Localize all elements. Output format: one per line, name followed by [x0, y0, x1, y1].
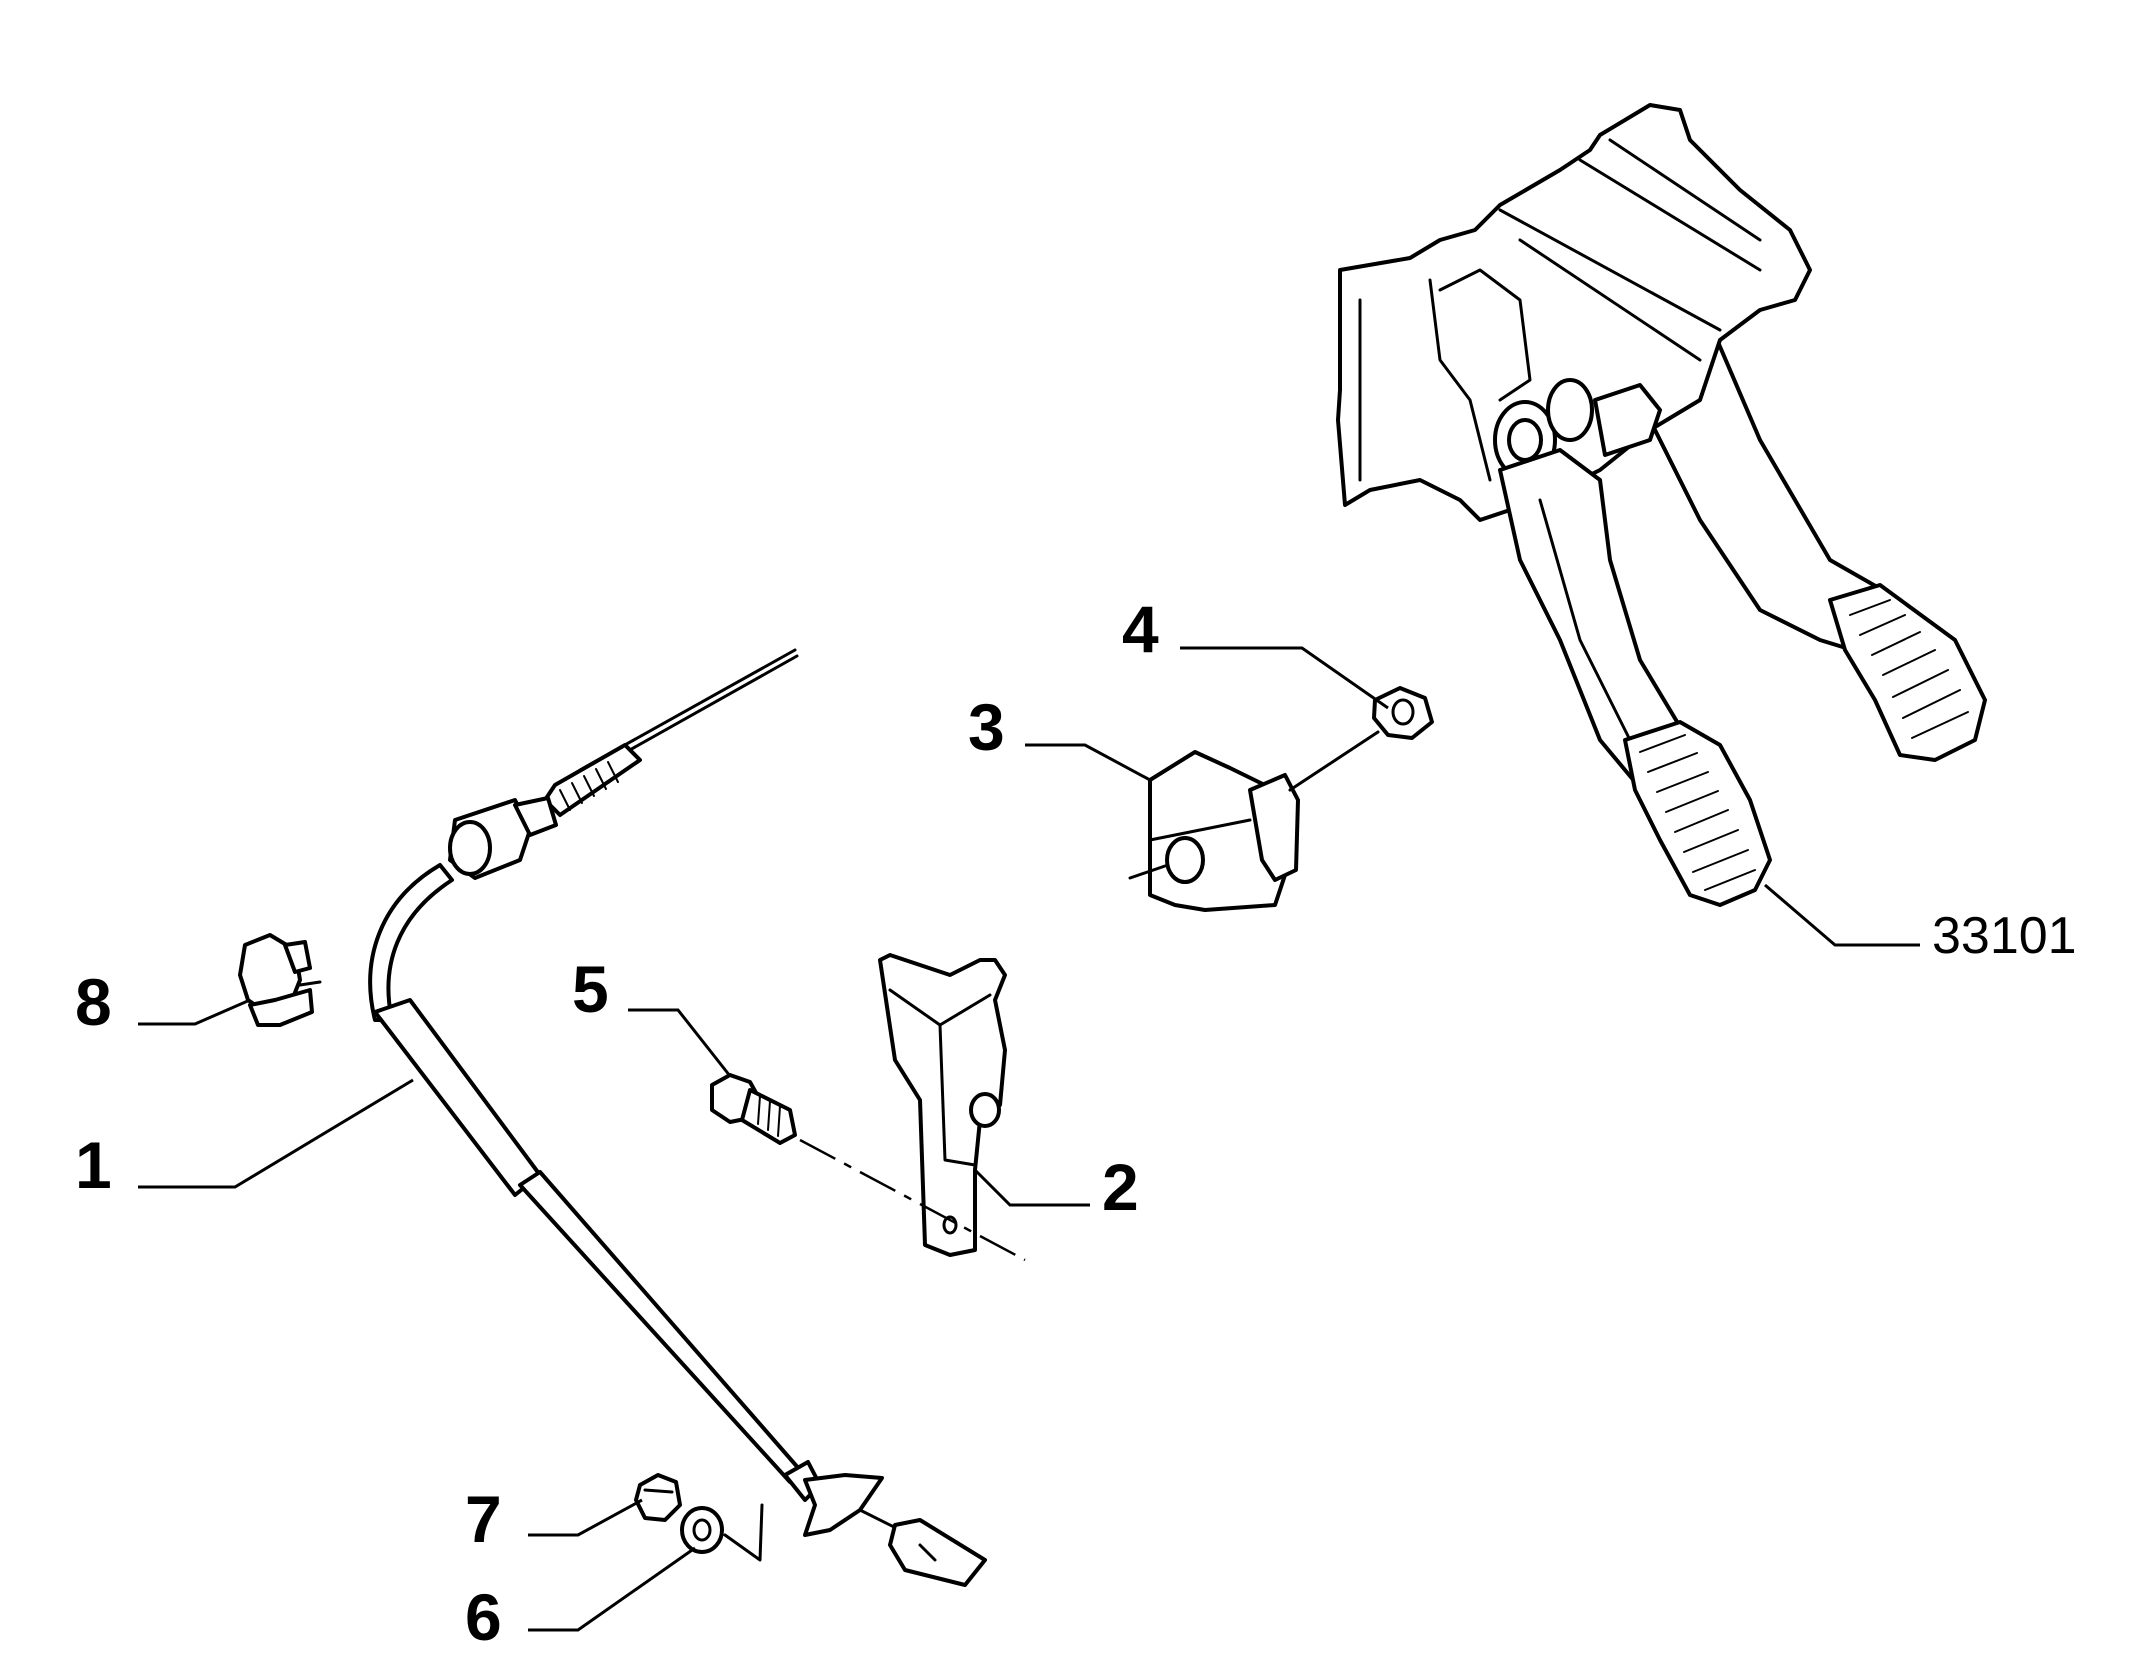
cable-sheath-bend	[368, 863, 454, 1022]
callout-5: 5	[572, 952, 609, 1026]
pedal-assembly	[1336, 103, 1987, 907]
callout-ref-33101: 33101	[1932, 907, 2077, 965]
leader-5	[628, 1008, 732, 1077]
part-3-grommet	[1128, 750, 1300, 912]
grommet-hole	[1165, 836, 1205, 884]
nut-7-body	[634, 1473, 682, 1522]
washer-axis	[723, 1503, 764, 1562]
clip-base	[248, 988, 314, 1027]
leader-4	[1180, 646, 1389, 710]
part-6-washer	[680, 1503, 764, 1562]
callout-1: 1	[75, 1128, 112, 1202]
clevis-slot	[918, 1543, 937, 1562]
bracket-2-slot	[969, 1092, 1001, 1128]
leader-ref	[1764, 883, 1920, 947]
callout-4: 4	[1122, 592, 1159, 666]
bolt-thread-b	[767, 1100, 771, 1131]
part-5-bolt	[710, 1073, 797, 1145]
callout-8: 8	[75, 965, 112, 1039]
clip-tab	[283, 940, 312, 974]
nut-4-axis	[1288, 730, 1380, 792]
callout-labels: 1 2 3 4 5 6 7 8 33101	[75, 592, 2077, 1654]
leader-1	[138, 1078, 414, 1189]
bracket-rib-a	[1428, 278, 1492, 482]
front-arm-edge	[1538, 498, 1642, 762]
rear-pad-ribs	[1849, 599, 1969, 739]
pedal-bracket	[1336, 103, 1812, 522]
pivot-hole	[1507, 418, 1543, 462]
callout-7: 7	[465, 1482, 502, 1556]
cable-boot	[373, 998, 542, 1197]
pivot-bushing	[1546, 378, 1594, 442]
nut-7-chamfer	[643, 1488, 674, 1494]
leader-lines	[138, 646, 1920, 1632]
bracket-window	[1438, 268, 1532, 402]
callout-3: 3	[968, 690, 1005, 764]
leader-3	[1025, 743, 1151, 782]
part-8-clip	[238, 933, 322, 1027]
nut-4-hole	[1391, 698, 1415, 726]
front-pad-ribs	[1639, 734, 1756, 891]
leader-6	[528, 1546, 696, 1632]
cable-spring	[543, 743, 642, 817]
part-4-nut	[1288, 686, 1434, 792]
bracket-rib-d	[1578, 158, 1762, 272]
adjuster-collar	[513, 796, 558, 837]
washer-inner	[692, 1518, 712, 1542]
bracket-rib-e	[1608, 138, 1762, 242]
callout-6: 6	[465, 1580, 502, 1654]
leader-8	[138, 998, 251, 1026]
adjuster-face	[448, 820, 492, 876]
grommet-axis	[1128, 864, 1167, 880]
leader-2	[973, 1168, 1090, 1207]
bracket-rib-c	[1518, 238, 1702, 362]
bracket-2-hole	[942, 1215, 958, 1235]
callout-2: 2	[1102, 1150, 1139, 1224]
bolt-thread-c	[777, 1105, 781, 1137]
washer-outer	[680, 1506, 724, 1554]
bolt-thread-a	[757, 1095, 761, 1125]
part-7-nut	[634, 1473, 682, 1522]
cable-end-clevis	[888, 1518, 987, 1587]
bracket-rib-b	[1498, 208, 1722, 332]
part-2-bracket	[799, 953, 1026, 1262]
rear-pedal-pad	[1828, 583, 1987, 762]
grommet-ridge	[1148, 818, 1252, 842]
pivot-spacer	[1593, 383, 1662, 457]
clip-latch	[298, 980, 322, 987]
bracket-2-edge	[938, 1023, 977, 1167]
cable-end-flange	[803, 1473, 884, 1537]
grommet-tab	[1248, 773, 1300, 882]
cable-sheath-lower	[518, 1170, 802, 1484]
leader-7	[528, 1498, 643, 1537]
spring-coils	[559, 761, 619, 811]
part-1-cable	[368, 648, 987, 1587]
bolt-axis	[799, 1138, 1026, 1262]
nut-4-body	[1372, 686, 1434, 740]
